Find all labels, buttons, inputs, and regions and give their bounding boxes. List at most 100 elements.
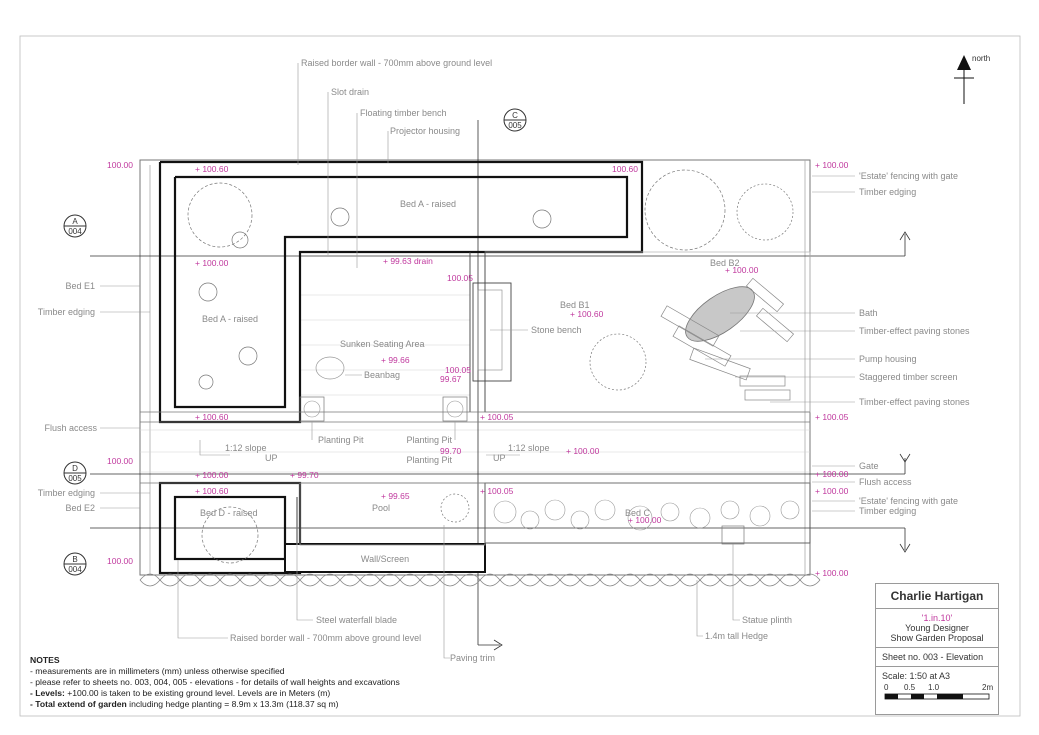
level-11: + 100.05 bbox=[815, 412, 849, 422]
label-estate-fence-top: 'Estate' fencing with gate bbox=[859, 171, 958, 181]
label-staggered: Staggered timber screen bbox=[859, 372, 958, 382]
wall-screen-label: Wall/Screen bbox=[361, 554, 409, 564]
level-21: + 100.00 bbox=[628, 515, 662, 525]
label-flush-access-r: Flush access bbox=[859, 477, 912, 487]
notes-heading: NOTES bbox=[30, 655, 60, 665]
level-4: 100.05 bbox=[447, 273, 473, 283]
level-1: + 100.60 bbox=[195, 164, 229, 174]
north-arrow-icon: north bbox=[954, 54, 990, 104]
section-marker-b: B 004 bbox=[63, 552, 87, 576]
bed-b1-label: Bed B1 bbox=[560, 300, 590, 310]
label-planting-pit-2: Planting Pit bbox=[406, 435, 452, 445]
svg-text:005: 005 bbox=[508, 121, 522, 130]
level-12: 99.70 bbox=[440, 446, 462, 456]
staggered-timber-screen bbox=[660, 277, 795, 401]
scale-text: Scale: 1:50 at A3 bbox=[882, 671, 951, 681]
level-9: + 100.60 bbox=[195, 412, 229, 422]
label-floating-bench: Floating timber bench bbox=[360, 108, 447, 118]
statue-plinth bbox=[721, 525, 745, 545]
level-drain: + 99.63 drain bbox=[383, 256, 433, 266]
level-22: + 100.00 bbox=[815, 568, 849, 578]
svg-text:1.0: 1.0 bbox=[928, 683, 940, 692]
label-pump: Pump housing bbox=[859, 354, 917, 364]
label-hedge: 1.4m tall Hedge bbox=[705, 631, 768, 641]
note-1: - measurements are in millimeters (mm) u… bbox=[30, 666, 285, 676]
svg-text:2m: 2m bbox=[982, 683, 993, 692]
sunken-seating-label: Sunken Seating Area bbox=[340, 339, 425, 349]
section-marker-c: C 005 bbox=[503, 108, 527, 132]
svg-text:005: 005 bbox=[68, 474, 82, 483]
svg-text:0: 0 bbox=[884, 683, 889, 692]
bed-b2-label: Bed B2 bbox=[710, 258, 740, 268]
svg-text:004: 004 bbox=[68, 565, 82, 574]
scale-bar: 0 0.5 1.0 2m bbox=[884, 683, 993, 700]
label-raised-wall-top: Raised border wall - 700mm above ground … bbox=[301, 58, 492, 68]
note-3: - Levels: +100.00 is taken to be existin… bbox=[30, 688, 331, 698]
label-bed-e2: Bed E2 bbox=[65, 503, 95, 513]
label-paving-trim: Paving trim bbox=[450, 653, 495, 663]
svg-text:C: C bbox=[512, 111, 518, 120]
note-4: - Total extend of garden including hedge… bbox=[30, 699, 339, 709]
label-up-2: UP bbox=[493, 453, 506, 463]
notes-block: NOTES - measurements are in millimeters … bbox=[30, 655, 590, 710]
level-left-mid: 100.00 bbox=[107, 456, 133, 466]
leader-lines bbox=[100, 63, 855, 659]
svg-text:D: D bbox=[72, 464, 78, 473]
wall-screen bbox=[284, 543, 486, 573]
label-bed-e1: Bed E1 bbox=[65, 281, 95, 291]
level-8: 99.67 bbox=[440, 374, 462, 384]
label-flush-access-l: Flush access bbox=[44, 423, 97, 433]
label-stone-bench: Stone bench bbox=[531, 325, 582, 335]
section-marker-a: A 004 bbox=[63, 214, 87, 238]
svg-text:A: A bbox=[72, 217, 78, 226]
level-left-bot: 100.00 bbox=[107, 556, 133, 566]
bed-a-top-label: Bed A - raised bbox=[400, 199, 456, 209]
stone-bench bbox=[472, 282, 512, 382]
label-timber-edging-r2: Timber edging bbox=[859, 506, 916, 516]
label-gate: Gate bbox=[859, 461, 879, 471]
paving-grid bbox=[140, 294, 810, 473]
label-up-1: UP bbox=[265, 453, 278, 463]
section-lines bbox=[90, 120, 911, 651]
planting-pit-2 bbox=[442, 396, 468, 422]
label-timber-paving-1: Timber-effect paving stones bbox=[859, 326, 970, 336]
label-timber-edging-l1: Timber edging bbox=[38, 307, 95, 317]
planting-symbols bbox=[187, 169, 794, 564]
label-timber-paving-2: Timber-effect paving stones bbox=[859, 397, 970, 407]
sheet-number: Sheet no. 003 - Elevation bbox=[876, 648, 998, 667]
level-13: + 100.00 bbox=[566, 446, 600, 456]
label-slope-2: 1:12 slope bbox=[508, 443, 550, 453]
bed-c-label: Bed C bbox=[625, 508, 651, 518]
level-3: + 100.00 bbox=[195, 258, 229, 268]
label-steel-blade: Steel waterfall blade bbox=[316, 615, 397, 625]
note-2: - please refer to sheets no. 003, 004, 0… bbox=[30, 677, 400, 687]
label-beanbag: Beanbag bbox=[364, 370, 400, 380]
label-raised-wall-bot: Raised border wall - 700mm above ground … bbox=[230, 633, 421, 643]
label-timber-edging-l2: Timber edging bbox=[38, 488, 95, 498]
level-2: 100.60 bbox=[612, 164, 638, 174]
level-b1: + 100.60 bbox=[570, 309, 604, 319]
label-planting-pit-1: Planting Pit bbox=[318, 435, 364, 445]
north-label: north bbox=[972, 54, 990, 63]
project-info: '1.in.10' Young Designer Show Garden Pro… bbox=[876, 609, 998, 648]
scale-block: Scale: 1:50 at A3 0 0.5 1.0 2m bbox=[876, 667, 998, 707]
label-projector: Projector housing bbox=[390, 126, 460, 136]
level-18: + 99.65 bbox=[381, 491, 410, 501]
level-10: + 100.05 bbox=[480, 412, 514, 422]
label-pool: Pool bbox=[372, 503, 390, 513]
level-15: + 99.70 bbox=[290, 470, 319, 480]
label-slot-drain: Slot drain bbox=[331, 87, 369, 97]
project-code: '1.in.10' bbox=[921, 613, 953, 623]
label-bath: Bath bbox=[859, 308, 878, 318]
level-19: + 100.05 bbox=[480, 486, 514, 496]
section-marker-d: D 005 bbox=[63, 461, 87, 485]
designer-name: Charlie Hartigan bbox=[876, 584, 998, 609]
planting-pit-1 bbox=[299, 396, 325, 422]
level-14: + 100.00 bbox=[195, 470, 229, 480]
sheet-border bbox=[19, 35, 1021, 717]
svg-text:B: B bbox=[72, 555, 77, 564]
level-tl: 100.00 bbox=[107, 160, 133, 170]
title-block: Charlie Hartigan '1.in.10' Young Designe… bbox=[875, 583, 999, 715]
label-planting-pit-3: Planting Pit bbox=[406, 455, 452, 465]
